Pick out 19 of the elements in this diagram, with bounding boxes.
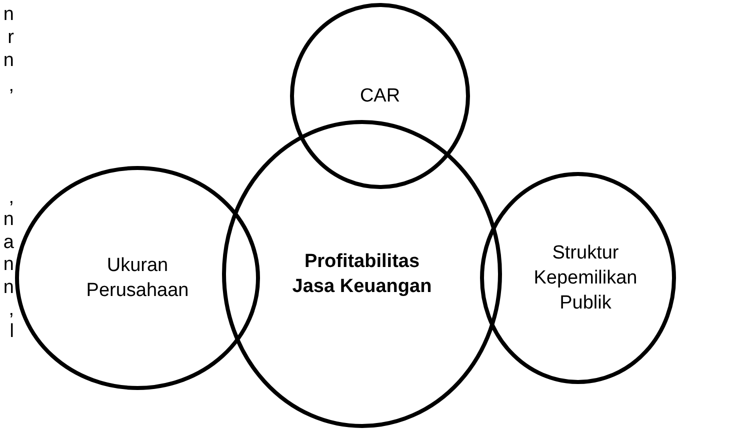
- ellipse-node: [480, 172, 676, 384]
- node-label: CAR: [358, 84, 402, 108]
- text-fragment: r: [6, 28, 14, 48]
- text-fragment: l: [8, 322, 14, 342]
- text-fragment: ,: [8, 300, 14, 320]
- node-label: Struktur Kepemilikan Publik: [532, 242, 638, 316]
- node-label: Profitabilitas Jasa Keuangan: [291, 250, 433, 299]
- node-label: Ukuran Perusahaan: [85, 254, 190, 303]
- text-fragment: n: [2, 5, 14, 25]
- ellipse-node: [290, 3, 470, 189]
- text-fragment: n: [2, 278, 14, 298]
- text-fragment: ,: [8, 188, 14, 208]
- text-fragment: ,: [8, 76, 14, 96]
- text-fragment: n: [2, 51, 14, 71]
- text-fragment: n: [2, 210, 14, 230]
- text-fragment: a: [2, 233, 14, 253]
- ellipse-node: [15, 166, 260, 390]
- ellipse-node: [222, 120, 502, 428]
- text-fragment: n: [2, 255, 14, 275]
